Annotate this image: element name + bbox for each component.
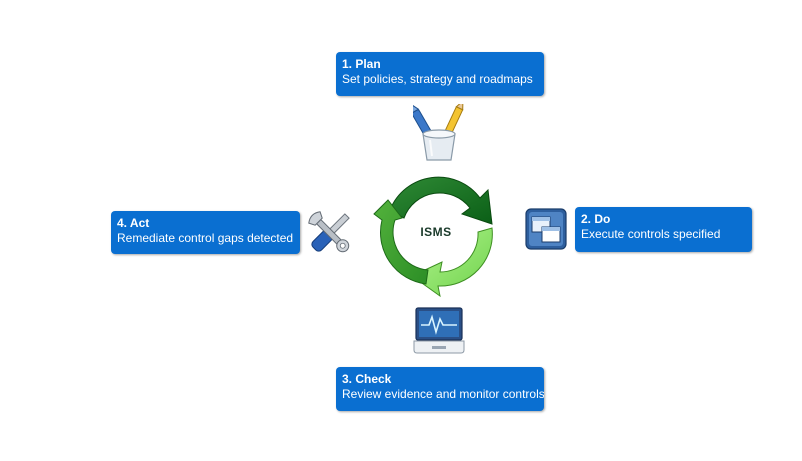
pencil-cup-icon <box>413 104 464 161</box>
step-plan-box: 1. Plan Set policies, strategy and roadm… <box>336 52 544 96</box>
step-do-title: 2. Do <box>581 212 611 226</box>
tools-icon <box>308 211 350 253</box>
step-check-box: 3. Check Review evidence and monitor con… <box>336 367 544 411</box>
cycle-arrow-check-act <box>373 199 429 285</box>
step-check-desc: Review evidence and monitor controls <box>342 387 544 401</box>
isms-center-label: ISMS <box>420 225 452 239</box>
step-act-box: 4. Act Remediate control gaps detected <box>111 211 300 254</box>
step-act-title: 4. Act <box>117 216 150 230</box>
step-check-title: 3. Check <box>342 372 392 386</box>
step-plan-desc: Set policies, strategy and roadmaps <box>342 72 533 86</box>
step-plan-title: 1. Plan <box>342 57 381 71</box>
isms-cycle-diagram <box>373 176 493 298</box>
step-do-desc: Execute controls specified <box>581 227 721 241</box>
monitor-pulse-icon <box>413 307 465 354</box>
step-act-desc: Remediate control gaps detected <box>117 231 294 245</box>
cycle-arrow-plan <box>389 176 493 225</box>
windows-icon <box>525 208 567 250</box>
step-do-box: 2. Do Execute controls specified <box>575 207 752 252</box>
cycle-arrow-do <box>411 227 493 298</box>
